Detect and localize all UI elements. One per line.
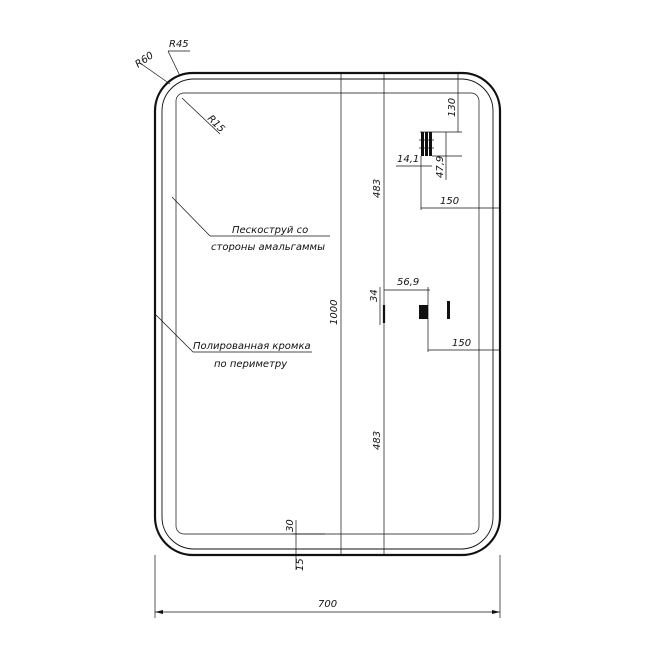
width-label: 700: [318, 599, 337, 610]
width-arrow-left: [155, 610, 163, 614]
sandblast-note-line2: стороны амальгаммы: [211, 242, 325, 253]
switch-width-label: 56,9: [397, 277, 419, 288]
polished-leader: [154, 313, 194, 353]
bottom-band-label: 30: [285, 519, 296, 532]
side-offset-mid-label: 150: [452, 338, 471, 349]
r45-label: R45: [169, 39, 189, 50]
r15-label: R15: [205, 113, 227, 135]
switch-icon: [382, 301, 450, 323]
r60-label: R60: [133, 50, 155, 70]
r45-leader: [167, 50, 181, 77]
sensor-width-label: 14,1: [397, 154, 419, 165]
r15-leader: [181, 97, 221, 135]
width-arrow-right: [492, 610, 500, 614]
bottom-gap-label: 15: [295, 558, 306, 571]
lower-half-label: 483: [372, 431, 383, 450]
touch-sensor-icon: [419, 132, 434, 156]
top-offset-label: 130: [447, 98, 458, 117]
height-label: 1000: [329, 300, 340, 325]
polished-note-line1: Полированная кромка: [193, 341, 311, 352]
r60-leader: [139, 62, 171, 85]
sandblast-border: [175, 92, 480, 535]
side-offset-top-label: 150: [440, 196, 459, 207]
polished-note-line2: по периметру: [214, 359, 288, 370]
sandblast-note-line1: Пескоструй со: [232, 225, 308, 236]
sandblast-leader: [171, 196, 211, 237]
switch-height-label: 34: [369, 289, 380, 302]
mirror-inner-edge: [161, 78, 494, 550]
sensor-height-label: 47,9: [435, 156, 446, 178]
upper-half-label: 483: [372, 179, 383, 198]
